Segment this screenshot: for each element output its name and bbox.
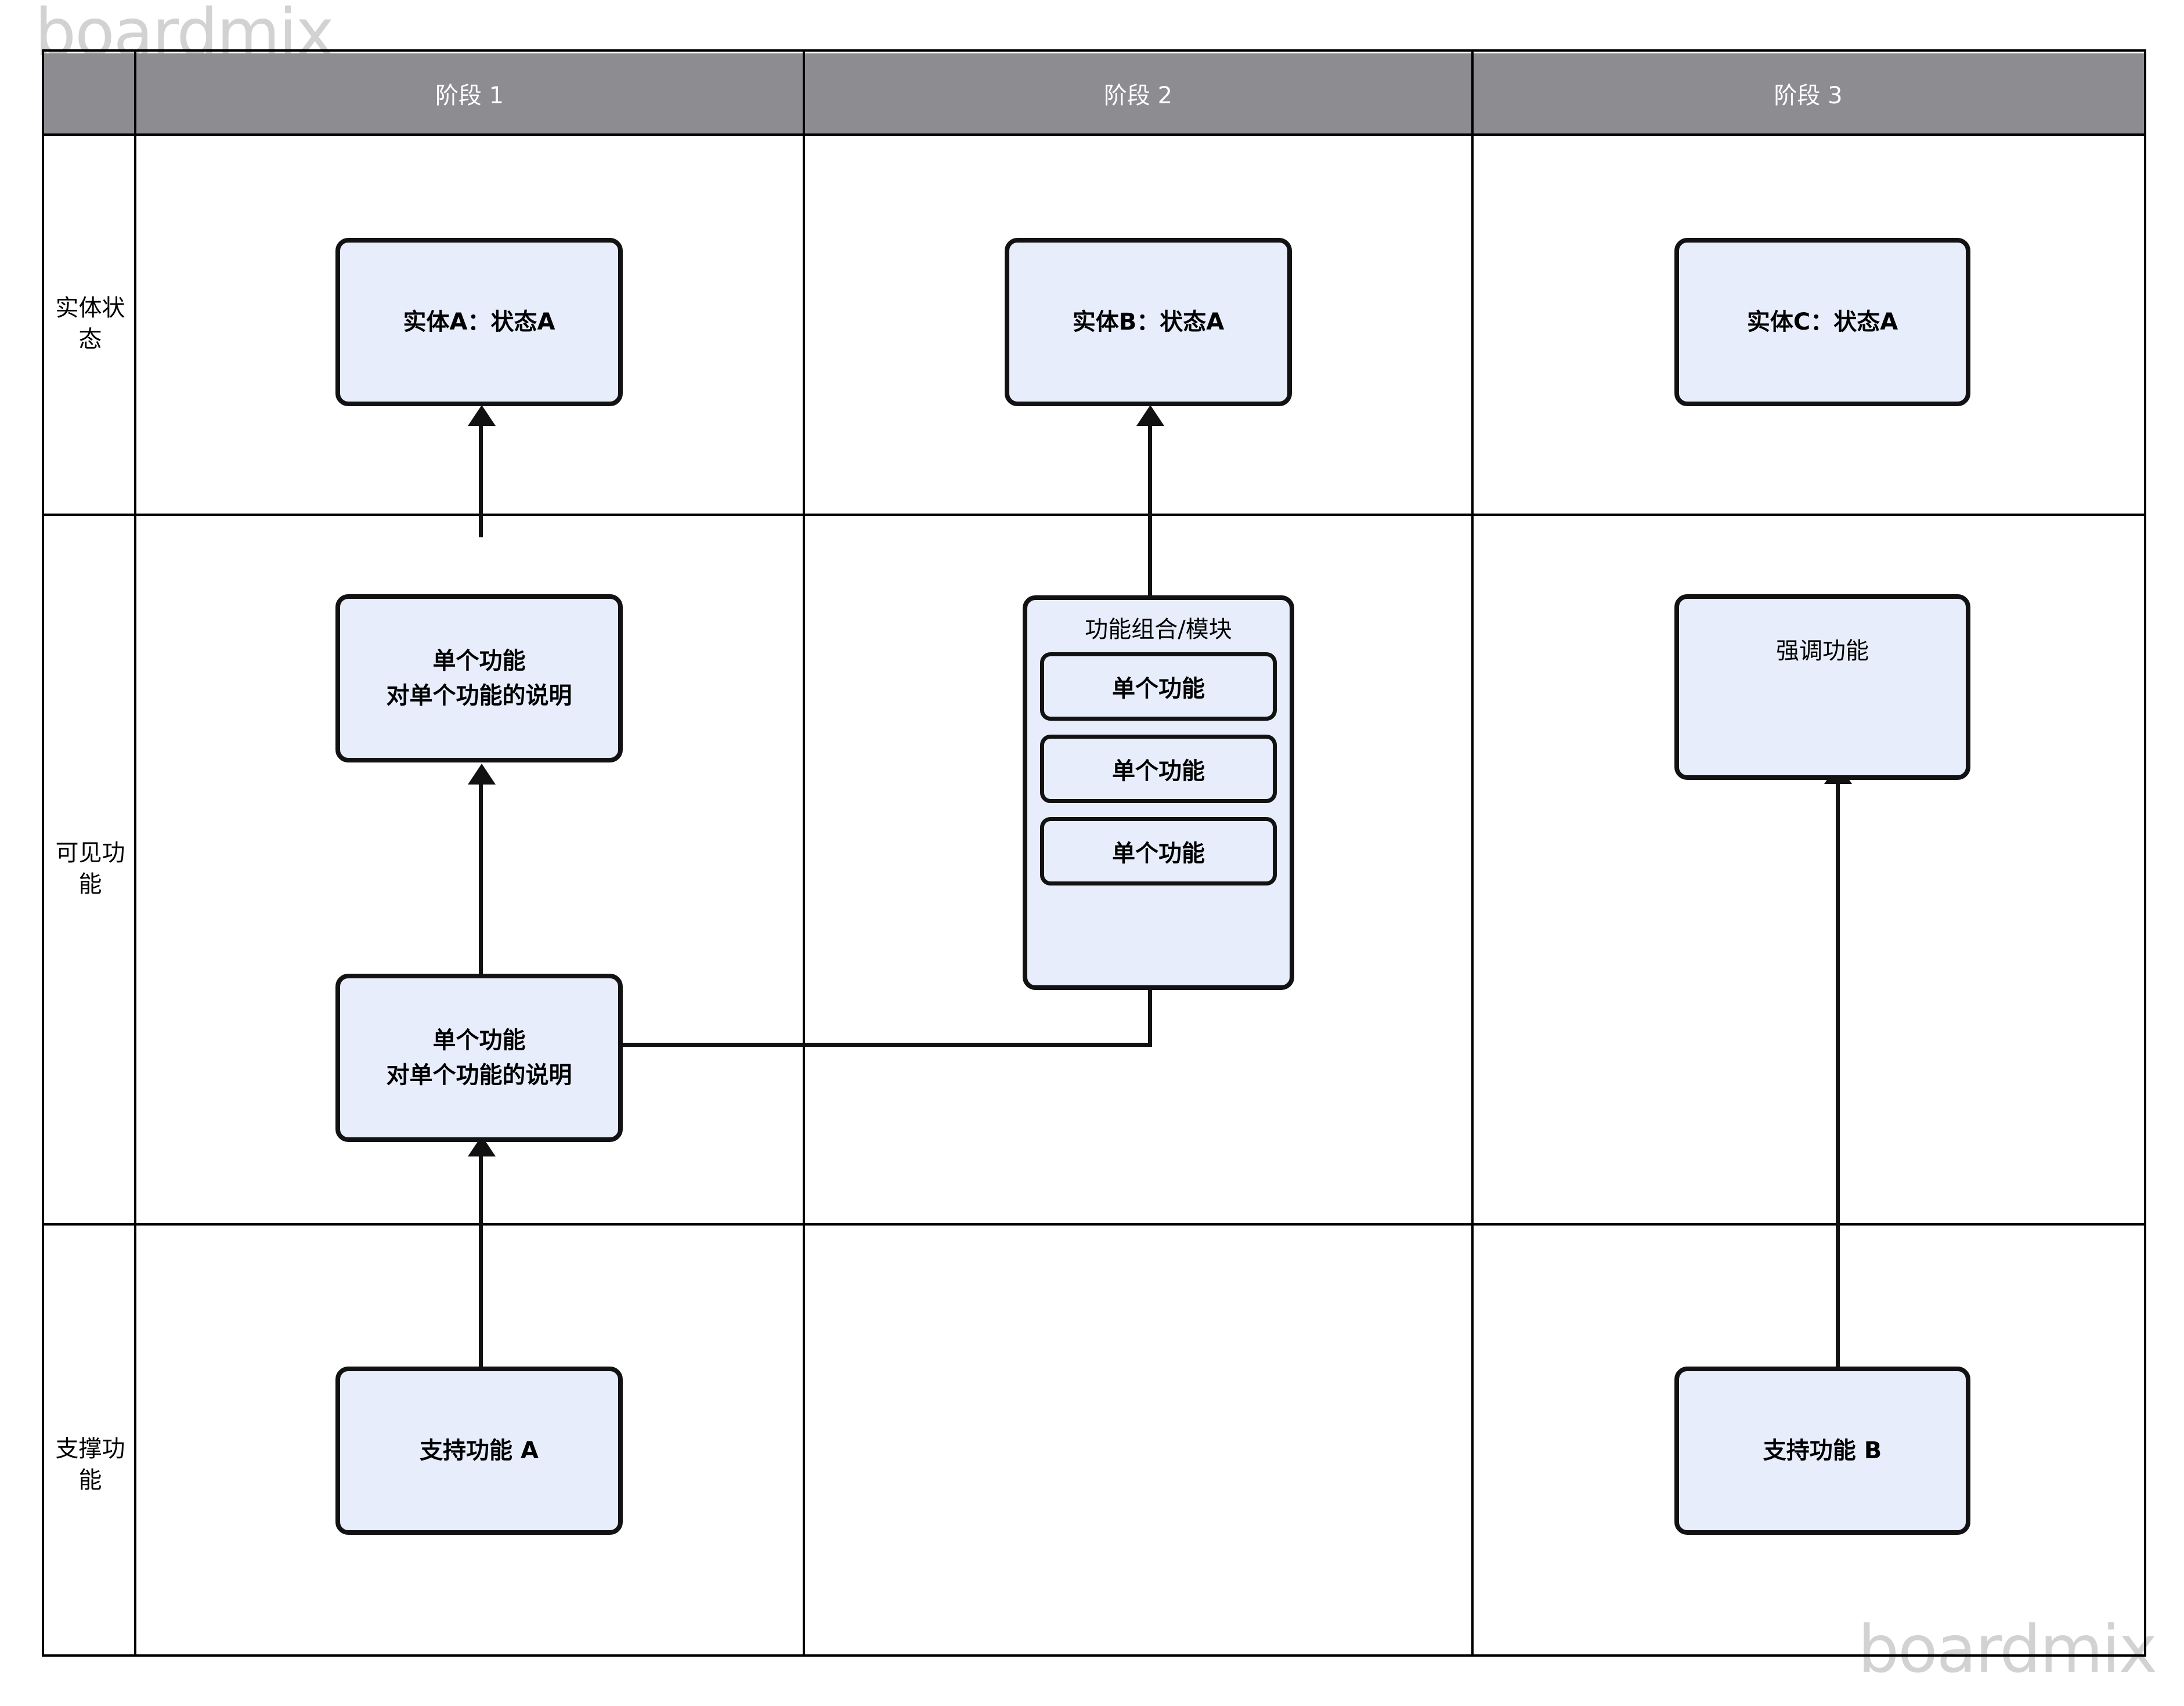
arrowhead-s2-module-to-entity xyxy=(1136,405,1164,426)
connector-s1-feature-to-entity xyxy=(479,421,483,537)
connector-s1-to-s2-vertical xyxy=(1148,986,1152,1044)
node-feature-stage1-top[interactable]: 单个功能 对单个功能的说明 xyxy=(335,594,623,762)
node-module-stage2[interactable]: 功能组合/模块 单个功能 单个功能 单个功能 xyxy=(1023,595,1294,990)
node-module-stage2-item-2[interactable]: 单个功能 xyxy=(1040,735,1277,803)
node-support-a[interactable]: 支持功能 A xyxy=(335,1367,623,1535)
header-band xyxy=(44,53,2144,133)
header-cell-stage-3[interactable]: 阶段 3 xyxy=(1774,82,1843,109)
node-support-b-line-1: 支持功能 B xyxy=(1763,1437,1882,1464)
connector-s3-support-to-feature xyxy=(1836,780,1840,1367)
node-support-b[interactable]: 支持功能 B xyxy=(1674,1367,1970,1535)
node-module-stage2-item-1[interactable]: 单个功能 xyxy=(1040,652,1277,721)
row-separator-1 xyxy=(42,514,2146,516)
table-border-top xyxy=(42,49,2146,52)
row-separator-2 xyxy=(42,1223,2146,1226)
node-entity-b[interactable]: 实体B：状态A xyxy=(1005,238,1292,406)
column-separator-1 xyxy=(803,49,805,1657)
header-cell-stage-2[interactable]: 阶段 2 xyxy=(1103,82,1173,109)
header-cell-stage-1[interactable]: 阶段 1 xyxy=(435,82,504,109)
node-entity-a[interactable]: 实体A：状态A xyxy=(335,238,623,406)
arrowhead-s1-feature-to-entity xyxy=(468,405,496,426)
node-feature-stage3-line-1: 强调功能 xyxy=(1776,638,1869,664)
node-entity-a-line-1: 实体A：状态A xyxy=(403,309,555,335)
node-module-stage2-item-3[interactable]: 单个功能 xyxy=(1040,817,1277,885)
column-separator-label xyxy=(134,49,136,1657)
table-border-bottom xyxy=(42,1654,2146,1657)
node-feature-stage3[interactable]: 强调功能 xyxy=(1674,594,1970,780)
column-separator-2 xyxy=(1471,49,1474,1657)
node-module-stage2-title: 功能组合/模块 xyxy=(1085,616,1232,643)
node-feature-stage1-bottom-line-2: 对单个功能的说明 xyxy=(386,1062,572,1089)
stage-matrix-table: 阶段 1 阶段 2 阶段 3 实体状态 可见功能 支撑功能 xyxy=(42,49,2146,1657)
node-feature-stage1-top-line-2: 对单个功能的说明 xyxy=(386,682,572,709)
watermark-bottom-right: boardmix xyxy=(1858,1612,2157,1687)
table-border-right xyxy=(2144,49,2146,1657)
node-support-a-line-1: 支持功能 A xyxy=(420,1437,539,1464)
node-feature-stage1-top-line-1: 单个功能 xyxy=(432,648,526,674)
arrowhead-s1-lower-to-upper-feature xyxy=(468,764,496,785)
connector-s2-module-to-entity xyxy=(1148,421,1152,601)
node-entity-c[interactable]: 实体C：状态A xyxy=(1674,238,1970,406)
row-label-visible-feature: 可见功能 xyxy=(55,839,125,898)
row-separator-header xyxy=(42,133,2146,136)
row-label-support-feature: 支撑功能 xyxy=(55,1436,125,1494)
node-feature-stage1-bottom[interactable]: 单个功能 对单个功能的说明 xyxy=(335,974,623,1142)
node-feature-stage1-bottom-line-1: 单个功能 xyxy=(432,1027,526,1054)
node-entity-c-line-1: 实体C：状态A xyxy=(1746,309,1898,335)
connector-s1-lower-to-upper-feature xyxy=(479,780,483,977)
connector-s1-to-s2-horizontal xyxy=(615,1043,1152,1047)
connector-s1-support-to-feature xyxy=(479,1152,483,1367)
table-border-left xyxy=(42,49,44,1657)
row-label-entity-state: 实体状态 xyxy=(55,294,125,353)
node-entity-b-line-1: 实体B：状态A xyxy=(1072,309,1225,335)
